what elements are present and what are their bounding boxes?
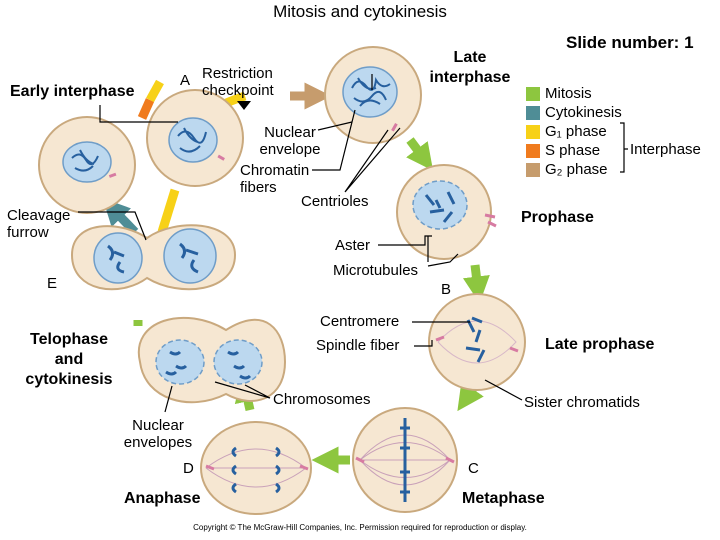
leader-chromosomes <box>214 381 271 399</box>
leader-nuclear-envelopes <box>164 385 173 413</box>
legend-item-s: S phase <box>526 141 622 160</box>
label-chromosomes: Chromosomes <box>273 391 371 408</box>
interphase-cell <box>146 89 244 187</box>
label-aster: Aster <box>335 237 371 254</box>
legend-label: Mitosis <box>545 85 592 102</box>
legend-interphase-label: Interphase <box>630 141 701 158</box>
letter-d: D <box>183 460 194 477</box>
cleavage-cell <box>70 224 237 291</box>
leader-spindle <box>414 340 433 347</box>
late-prophase-cell <box>428 293 526 391</box>
early-interphase-cell <box>38 116 136 214</box>
prophase-cell <box>396 164 497 260</box>
stage-prophase: Prophase <box>521 209 594 226</box>
leader-sister-chromatids <box>484 379 523 401</box>
leader-cleavage <box>78 211 147 241</box>
legend-label: S phase <box>545 142 601 159</box>
label-sister-chromatids: Sister chromatids <box>524 394 640 411</box>
page-title: Mitosis and cytokinesis <box>273 2 447 21</box>
stage-anaphase: Anaphase <box>124 490 201 507</box>
phase-legend: Mitosis Cytokinesis G₁ phase S phase G₂ … <box>526 84 622 179</box>
arrow-to-prophase <box>406 137 434 171</box>
label-chromatin-fibers: Chromatin fibers <box>240 162 310 196</box>
label-nuclear-envelope: Nuclear envelope <box>259 124 321 158</box>
leader-centrioles <box>344 127 401 193</box>
legend-swatch <box>526 105 540 120</box>
legend-label: G₁ phase <box>545 123 607 140</box>
anaphase-cell <box>200 421 312 515</box>
telophase-cell <box>137 316 287 404</box>
label-nuclear-envelopes: Nuclear envelopes <box>123 417 193 451</box>
arrow-s-phase <box>137 98 155 120</box>
stage-early-interphase: Early interphase <box>10 83 135 100</box>
leader-microtubules <box>427 253 459 267</box>
legend-label: Cytokinesis <box>545 104 622 121</box>
arrow-to-late-prophase <box>462 264 490 304</box>
legend-interphase-bracket <box>620 122 628 173</box>
letter-c: C <box>468 460 479 477</box>
arrow-g1-yellow <box>146 79 164 103</box>
slide-number-label: Slide number: 1 <box>566 33 694 52</box>
stage-telophase: Telophase and cytokinesis <box>25 331 113 388</box>
late-interphase-cell <box>324 46 422 144</box>
legend-label: G₂ phase <box>545 161 608 178</box>
stage-metaphase: Metaphase <box>462 490 545 507</box>
letter-b: B <box>441 281 452 298</box>
label-centrioles: Centrioles <box>301 193 369 210</box>
legend-item-g1: G₁ phase <box>526 122 622 141</box>
stage-late-interphase: Late interphase <box>429 49 511 86</box>
legend-item-mitosis: Mitosis <box>526 84 622 103</box>
label-spindle-fiber: Spindle fiber <box>316 337 400 354</box>
stage-late-prophase: Late prophase <box>545 336 655 353</box>
legend-item-cytokinesis: Cytokinesis <box>526 103 622 122</box>
letter-a: A <box>180 72 191 89</box>
leader-nuclear-envelope <box>317 121 353 131</box>
label-cleavage-furrow: Cleavage furrow <box>7 207 71 241</box>
leader-chromatin <box>312 109 356 171</box>
legend-swatch <box>526 86 540 101</box>
label-microtubules: Microtubules <box>333 262 419 279</box>
legend-swatch <box>526 162 540 177</box>
label-restriction-checkpoint: Restriction checkpoint <box>202 65 274 99</box>
arrow-cytokinesis-right <box>157 188 180 234</box>
metaphase-cell <box>352 407 458 513</box>
letter-e: E <box>47 275 58 292</box>
leader-early-interphase <box>99 105 178 123</box>
legend-swatch <box>526 143 540 158</box>
label-centromere: Centromere <box>320 313 400 330</box>
copyright-notice: Copyright © The McGraw-Hill Companies, I… <box>193 523 527 532</box>
legend-item-g2: G₂ phase <box>526 160 622 179</box>
legend-swatch <box>526 124 540 139</box>
checkpoint-triangle-icon <box>237 101 251 110</box>
